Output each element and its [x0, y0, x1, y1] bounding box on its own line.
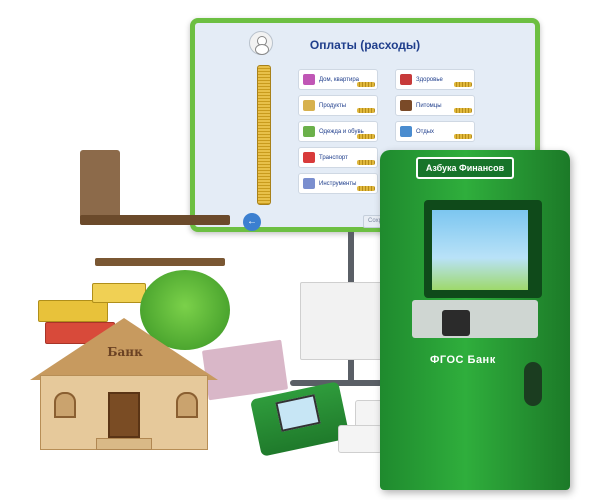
house-door [108, 392, 140, 438]
coins-icon [454, 134, 472, 139]
category-button-home[interactable]: Дом, квартира [298, 69, 378, 90]
car-icon [303, 152, 315, 163]
coins-icon [357, 134, 375, 139]
category-button-health[interactable]: Здоровье [395, 69, 475, 90]
category-button-pets[interactable]: Питомцы [395, 95, 475, 116]
beach-umbrella-icon [400, 126, 412, 137]
board-stand-base [290, 380, 430, 386]
bank-card [338, 425, 382, 453]
interactive-whiteboard: Оплаты (расходы) Дом, квартира Продукты … [190, 18, 540, 232]
coins-icon [357, 160, 375, 165]
category-label: Отдых [416, 128, 435, 135]
atm-ledge [412, 300, 538, 338]
coins-icon [357, 186, 375, 191]
house-window [176, 392, 198, 418]
atm-header: Азбука Финансов [416, 157, 514, 179]
tools-icon [303, 178, 315, 189]
bank-sign: Банк [107, 345, 143, 359]
category-label: Здоровье [416, 76, 443, 83]
category-label: Продукты [319, 102, 347, 109]
atm-keypad[interactable] [442, 310, 470, 336]
category-label: Дом, квартира [319, 76, 359, 83]
category-button-clothes[interactable]: Одежда и обувь [298, 121, 378, 142]
atm-screen[interactable] [432, 210, 528, 290]
house-steps [96, 438, 152, 450]
category-button-tools[interactable]: Инструменты [298, 173, 378, 194]
dog-icon [400, 100, 412, 111]
coins-icon [454, 82, 472, 87]
snowman-avatar-icon [249, 31, 273, 55]
book-box [92, 283, 146, 303]
toy-kitchen-stove [80, 150, 120, 220]
house-window [54, 392, 76, 418]
grocery-cart-icon [303, 100, 315, 111]
exit-button[interactable]: ← [243, 213, 261, 231]
toy-shop-shelf [80, 215, 230, 225]
first-aid-icon [400, 74, 412, 85]
coins-icon [357, 82, 375, 87]
house-icon [303, 74, 315, 85]
category-label: Транспорт [319, 154, 348, 161]
coin-stack-indicator [257, 65, 271, 205]
category-button-leisure[interactable]: Отдых [395, 121, 475, 142]
coins-icon [357, 108, 375, 113]
toy-shop-shelf [95, 258, 225, 266]
atm-brand-label: ФГОС Банк [430, 354, 496, 366]
category-button-transport[interactable]: Транспорт [298, 147, 378, 168]
exit-arrow-icon: ← [247, 216, 257, 227]
category-label: Питомцы [416, 102, 442, 109]
category-button-food[interactable]: Продукты [298, 95, 378, 116]
coins-icon [454, 108, 472, 113]
category-label: Одежда и обувь [319, 128, 364, 135]
category-label: Инструменты [319, 180, 357, 187]
atm-card-slot[interactable] [524, 362, 542, 406]
tshirt-icon [303, 126, 315, 137]
page-title: Оплаты (расходы) [309, 38, 421, 52]
bank-house-roof [30, 318, 218, 380]
